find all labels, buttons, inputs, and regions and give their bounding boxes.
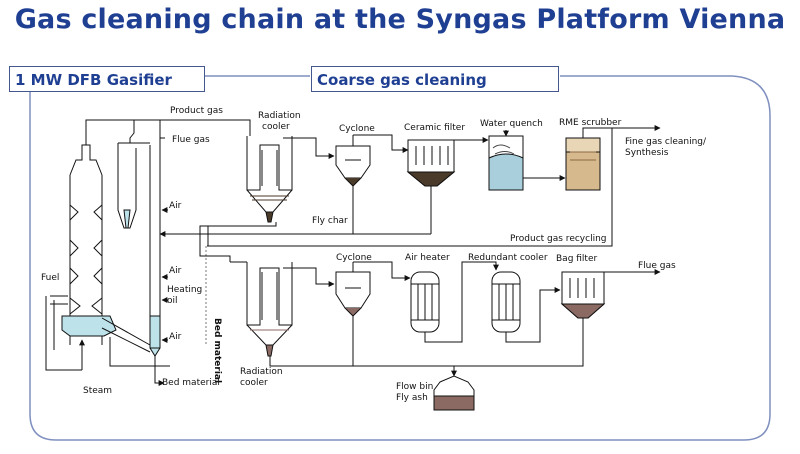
label-radiation-cooler-top-2: cooler (262, 122, 290, 132)
label-radiation-cooler-top-1: Radiation (258, 111, 301, 121)
flow-bin (433, 366, 475, 411)
page-title: Gas cleaning chain at the Syngas Platfor… (14, 4, 786, 35)
label-radiation-cooler-bottom-1: Radiation (240, 367, 283, 377)
ceramic-filter (406, 139, 456, 234)
cyclone-bottom (335, 262, 371, 317)
label-fine-gas-cleaning: Fine gas cleaning/ (625, 137, 707, 147)
label-ceramic-filter: Ceramic filter (404, 123, 466, 133)
label-fly-ash: Fly ash (396, 393, 428, 403)
label-fuel: Fuel (41, 273, 60, 283)
label-air-3: Air (169, 332, 182, 342)
label-product-gas-recycling: Product gas recycling (510, 234, 607, 244)
label-air-heater: Air heater (405, 253, 450, 263)
cyclone-top (335, 135, 371, 187)
air-heater (410, 271, 440, 333)
label-bag-filter: Bag filter (556, 254, 598, 264)
rme-scrubber (565, 137, 601, 191)
label-fly-char: Fly char (312, 216, 348, 226)
label-cyclone-bottom: Cyclone (336, 253, 372, 263)
water-quench (488, 130, 524, 191)
label-oil: oil (167, 296, 178, 306)
label-water-quench: Water quench (480, 119, 543, 129)
section-label-coarse-gas-cleaning: Coarse gas cleaning (311, 66, 559, 92)
label-redundant-cooler: Redundant cooler (468, 253, 548, 263)
label-flow-bin: Flow bin (396, 382, 434, 392)
label-heating: Heating (167, 285, 203, 295)
label-air-2: Air (169, 266, 182, 276)
label-radiation-cooler-bottom-2: cooler (240, 378, 268, 388)
dfb-gasifier (45, 119, 251, 386)
label-product-gas: Product gas (170, 106, 223, 116)
redundant-cooler (491, 271, 521, 333)
label-synthesis: Synthesis (625, 148, 669, 158)
radiation-cooler-top (246, 136, 293, 223)
label-bed-material-bottom: Bed material (162, 378, 220, 388)
section-label-gasifier: 1 MW DFB Gasifier (9, 66, 205, 92)
plant-boundary (29, 75, 771, 441)
label-steam: Steam (83, 386, 113, 396)
label-air-1: Air (169, 201, 182, 211)
bag-filter (454, 271, 606, 367)
label-bed-material-vertical: Bed material (212, 318, 222, 384)
radiation-cooler-bottom (246, 262, 293, 357)
label-flue-gas-top: Flue gas (172, 135, 210, 145)
label-cyclone-top: Cyclone (339, 124, 375, 134)
label-flue-gas-right: Flue gas (638, 261, 676, 271)
label-rme-scrubber: RME scrubber (559, 118, 622, 128)
